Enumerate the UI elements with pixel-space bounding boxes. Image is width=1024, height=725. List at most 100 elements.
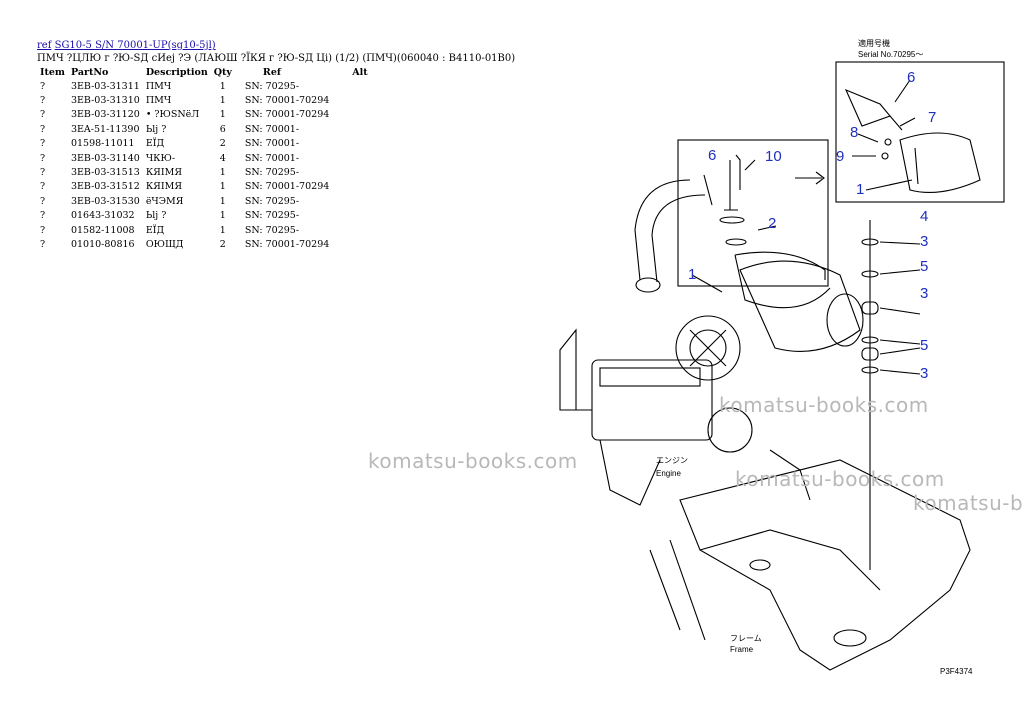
- model-link[interactable]: SG10-5 S/N 70001-UP(sg10-5jl): [54, 40, 216, 51]
- cell-description: КЯIМЯ: [145, 167, 182, 179]
- cell-partno: 3EB-03-31513: [70, 167, 140, 179]
- cell-item: ?: [40, 138, 46, 150]
- cell-alt: [332, 237, 370, 251]
- cell-description: КЯIМЯ: [145, 181, 182, 193]
- callout-inset-top-7: 7: [928, 109, 936, 126]
- cell-alt: [332, 151, 370, 165]
- callout-inset-top-9: 9: [836, 148, 844, 165]
- cell-alt: [332, 137, 370, 151]
- cell-qty: 1: [219, 224, 226, 236]
- parts-diagram: 6 7 8 9 1 6 10 2 1 4 3 5 3 5 3 適用号機 Seri…: [559, 38, 1005, 676]
- cell-item: ?: [40, 238, 46, 250]
- watermark-3: komatsu-books.com: [735, 467, 945, 491]
- cell-alt: [332, 209, 370, 223]
- table-row: ? 01598-11011 ЕЇД 2 SN: 70001-: [37, 137, 371, 151]
- cell-qty: 1: [219, 109, 226, 121]
- parts-table: Item PartNo Description Qty Ref Alt ? 3EB…: [37, 66, 371, 252]
- col-item: Item: [40, 67, 65, 78]
- cell-alt: [332, 79, 370, 93]
- cell-alt: [332, 93, 370, 107]
- col-description: Description: [145, 67, 208, 78]
- table-row: ? 3EB-03-31513 КЯIМЯ 1 SN: 70295-: [37, 165, 371, 179]
- frame-en: Frame: [730, 645, 754, 654]
- cell-qty: 4: [219, 152, 226, 164]
- watermark-1: komatsu-books.com: [368, 449, 578, 473]
- callout-right-5a: 5: [920, 258, 928, 275]
- inset-box-top: [835, 61, 1005, 203]
- cell-ref: SN: 70001-70294: [244, 109, 330, 121]
- callout-inset-top-1: 1: [856, 181, 864, 198]
- ref-link[interactable]: ref: [37, 40, 52, 51]
- engine-en: Engine: [656, 469, 681, 478]
- cell-partno: 3EA-51-11390: [70, 123, 140, 135]
- table-row: ? 01010-80816 ОЮЩД 2 SN: 70001-70294: [37, 237, 371, 251]
- col-qty: Qty: [213, 67, 232, 78]
- cell-qty: 6: [219, 123, 226, 135]
- cell-ref: SN: 70295-: [244, 167, 300, 179]
- callout-right-3a: 3: [920, 233, 928, 250]
- cell-ref: SN: 70001-: [244, 138, 300, 150]
- table-row: ? 3EB-03-31120 • ?ЮSNёЛ 1 SN: 70001-70294: [37, 108, 371, 122]
- cell-item: ?: [40, 152, 46, 164]
- cell-partno: 3EB-03-31120: [70, 109, 140, 121]
- cell-partno: 01598-11011: [70, 138, 135, 150]
- cell-qty: 1: [219, 95, 226, 107]
- cell-qty: 1: [219, 181, 226, 193]
- cell-partno: 3EB-03-31530: [70, 195, 140, 207]
- callout-inset-top-8: 8: [850, 124, 858, 141]
- cell-partno: 3EB-03-31140: [70, 152, 140, 164]
- cell-description: • ?ЮSNёЛ: [145, 109, 200, 121]
- cell-alt: [332, 180, 370, 194]
- inset-box-left: [677, 139, 829, 287]
- callout-inset-left-1: 1: [688, 266, 696, 283]
- cell-item: ?: [40, 181, 46, 193]
- col-alt: Alt: [352, 67, 368, 78]
- cell-ref: SN: 70001-: [244, 123, 300, 135]
- serial-jp: 適用号機: [858, 38, 890, 48]
- cell-alt: [332, 194, 370, 208]
- cell-description: Ьlj ?: [145, 210, 167, 222]
- callout-inset-left-6: 6: [708, 147, 716, 164]
- cell-description: ПМЧ: [145, 95, 172, 107]
- cell-item: ?: [40, 224, 46, 236]
- cell-description: ЧКЮ-: [145, 152, 176, 164]
- cell-qty: 1: [219, 167, 226, 179]
- cell-ref: SN: 70001-70294: [244, 95, 330, 107]
- cell-qty: 2: [219, 238, 226, 250]
- page-title: ПМЧ ?ЦЛЮ г ?Ю-SД сИеj ?Э (ЛАЮШ ?ЇКЯ г ?Ю…: [37, 53, 516, 64]
- watermark-2: komatsu-books.com: [719, 393, 929, 417]
- cell-item: ?: [40, 210, 46, 222]
- callout-inset-top-6: 6: [907, 69, 915, 86]
- cell-ref: SN: 70001-70294: [244, 181, 330, 193]
- drawing-code: P3F4374: [940, 667, 973, 676]
- col-ref: Ref: [262, 67, 281, 78]
- cell-partno: 01010-80816: [70, 238, 135, 250]
- cell-item: ?: [40, 80, 46, 92]
- cell-ref: SN: 70295-: [244, 210, 300, 222]
- cell-item: ?: [40, 123, 46, 135]
- table-header-row: Item PartNo Description Qty Ref Alt: [37, 66, 371, 79]
- callout-right-5b: 5: [920, 337, 928, 354]
- cell-qty: 2: [219, 138, 226, 150]
- cell-description: ОЮЩД: [145, 238, 184, 250]
- cell-partno: 01582-11008: [70, 224, 135, 236]
- watermark-4: komatsu-b: [913, 491, 1024, 515]
- cell-description: ЕЇД: [145, 138, 165, 150]
- callout-inset-left-2: 2: [768, 215, 776, 232]
- cell-ref: SN: 70001-70294: [244, 238, 330, 250]
- cell-item: ?: [40, 167, 46, 179]
- cell-item: ?: [40, 195, 46, 207]
- cell-alt: [332, 108, 370, 122]
- cell-item: ?: [40, 109, 46, 121]
- cell-alt: [332, 223, 370, 237]
- callout-right-4: 4: [920, 208, 928, 225]
- cell-description: ЕЇД: [145, 224, 165, 236]
- callout-right-3c: 3: [920, 365, 928, 382]
- cell-item: ?: [40, 95, 46, 107]
